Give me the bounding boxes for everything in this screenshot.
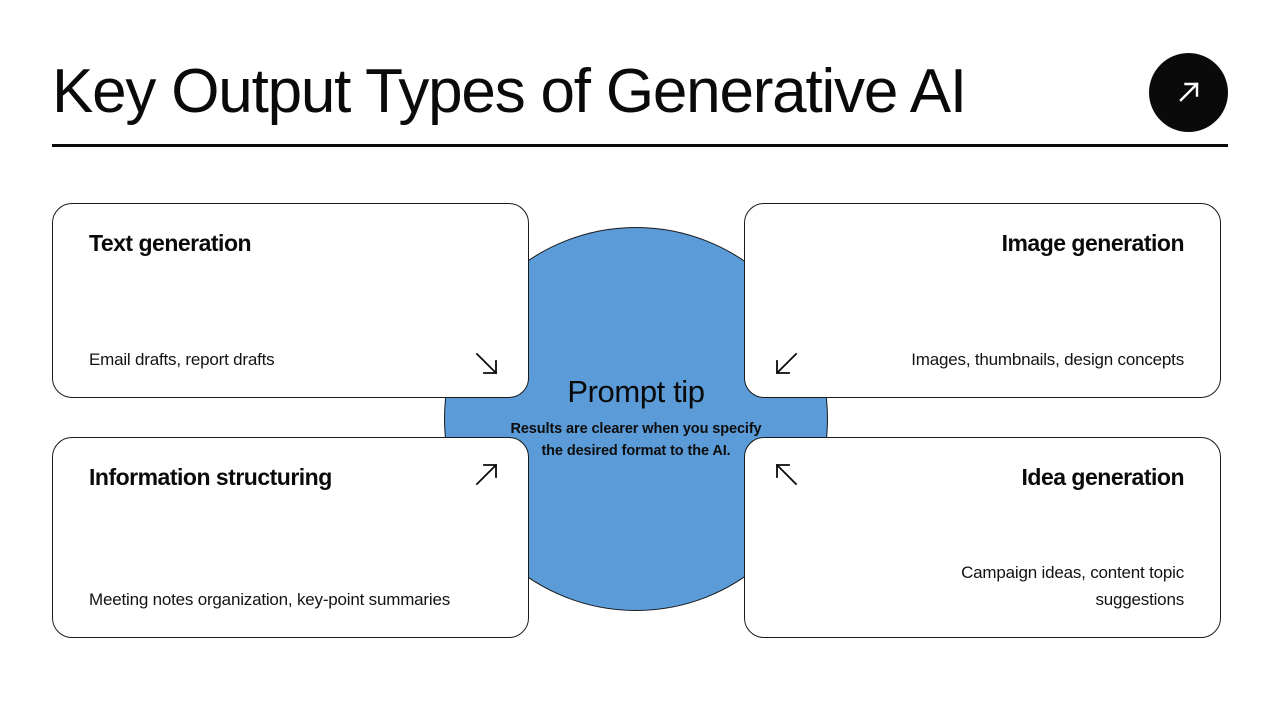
card-body: Email drafts, report drafts: [89, 349, 275, 369]
arrow-up-left-icon: [771, 460, 801, 490]
arrow-up-right-icon: [472, 460, 502, 490]
card-title: Idea generation: [1021, 464, 1185, 490]
page-title: Key Output Types of Generative AI: [52, 57, 967, 127]
arrow-down-right-icon: [472, 349, 502, 379]
card-body: Campaign ideas, content topic suggestion…: [961, 563, 1184, 609]
header: Key Output Types of Generative AI: [52, 38, 1228, 146]
prompt-tip-title: Prompt tip: [567, 374, 705, 410]
header-badge-button[interactable]: [1149, 52, 1228, 132]
title-divider: [52, 144, 1228, 147]
card-information-structuring[interactable]: Information structuring Meeting notes or…: [52, 437, 529, 638]
card-title: Image generation: [1001, 230, 1185, 256]
card-title: Text generation: [89, 230, 252, 256]
card-image-generation[interactable]: Image generation Images, thumbnails, des…: [744, 203, 1221, 398]
card-text-generation[interactable]: Text generation Email drafts, report dra…: [52, 203, 529, 398]
arrow-down-left-icon: [771, 349, 801, 379]
prompt-tip-body: Results are clearer when you specify the…: [510, 421, 762, 460]
arrow-up-right-icon: [1170, 73, 1208, 111]
card-body: Meeting notes organization, key-point su…: [89, 589, 451, 609]
card-idea-generation[interactable]: Idea generation Campaign ideas, content …: [744, 437, 1221, 638]
card-body: Images, thumbnails, design concepts: [911, 349, 1184, 369]
card-title: Information structuring: [89, 464, 332, 490]
